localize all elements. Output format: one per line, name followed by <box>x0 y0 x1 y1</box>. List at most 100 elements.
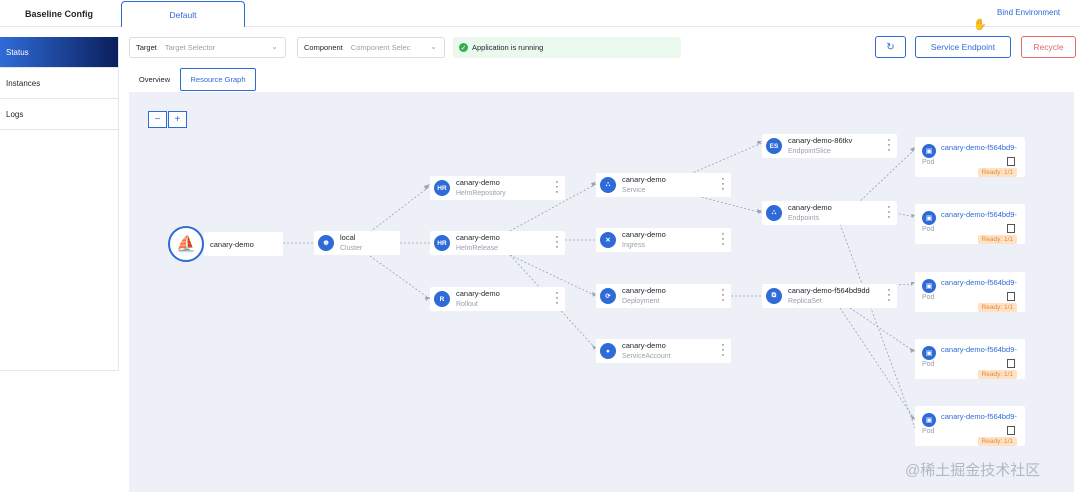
document-icon[interactable] <box>1007 426 1015 435</box>
more-icon[interactable]: ··· <box>721 228 725 250</box>
more-icon[interactable]: ··· <box>721 173 725 195</box>
target-placeholder: Target Selector <box>164 43 216 52</box>
target-select[interactable]: Target Target Selector ⌄ <box>129 37 286 58</box>
node-kind: Pod <box>922 159 935 166</box>
node-replicaset[interactable]: ⧉ canary-demo-f564bd9dd ReplicaSet ··· <box>762 284 897 308</box>
node-deployment[interactable]: ⟳ canary-demo Deployment ··· <box>596 284 731 308</box>
document-icon[interactable] <box>1007 292 1015 301</box>
pod-icon: ▣ <box>922 413 936 427</box>
node-name: canary-demo <box>622 286 666 295</box>
node-name: canary-demo <box>788 203 832 212</box>
node-rollout[interactable]: R canary-demo Rollout ··· <box>430 287 565 311</box>
ready-badge: Ready: 1/1 <box>977 437 1017 446</box>
replicaset-icon: ⧉ <box>766 288 782 304</box>
status-text: Application is running <box>472 43 544 52</box>
deployment-icon: ⟳ <box>600 288 616 304</box>
node-kind: ReplicaSet <box>788 298 822 305</box>
chevron-down-icon: ⌄ <box>430 42 437 51</box>
sidebar-item-status[interactable]: Status <box>0 37 118 68</box>
tab-resource-graph[interactable]: Resource Graph <box>180 68 256 91</box>
pod-icon: ▣ <box>922 211 936 225</box>
ready-badge: Ready: 1/1 <box>977 303 1017 312</box>
node-kind: Pod <box>922 428 935 435</box>
sidebar-item-logs[interactable]: Logs <box>0 99 118 130</box>
node-kind: Service <box>622 187 646 194</box>
rollout-icon: R <box>434 291 450 307</box>
node-helm-release[interactable]: HR canary-demo HelmRelease ··· <box>430 231 565 255</box>
ready-badge: Ready: 1/1 <box>977 168 1017 177</box>
helm-release-icon: HR <box>434 235 450 251</box>
service-endpoint-button[interactable]: Service Endpoint <box>915 36 1011 58</box>
node-kind: EndpointSlice <box>788 148 831 155</box>
target-label: Target <box>136 43 157 52</box>
more-icon[interactable]: ··· <box>887 201 891 223</box>
ready-badge: Ready: 1/1 <box>977 235 1017 244</box>
node-pod[interactable]: ▣ canary-demo-f564bd9- Pod Ready: 1/1 <box>915 339 1025 379</box>
bind-environment-link[interactable]: Bind Environment <box>997 8 1061 17</box>
node-kind: Pod <box>922 361 935 368</box>
node-service[interactable]: ⛬ canary-demo Service ··· <box>596 173 731 197</box>
more-icon[interactable]: ··· <box>555 287 559 309</box>
node-pod[interactable]: ▣ canary-demo-f564bd9- Pod Ready: 1/1 <box>915 137 1025 177</box>
zoom-out-button[interactable]: − <box>148 111 167 128</box>
node-pod[interactable]: ▣ canary-demo-f564bd9- Pod Ready: 1/1 <box>915 204 1025 244</box>
zoom-in-button[interactable]: + <box>168 111 187 128</box>
status-banner: ✓ Application is running <box>453 37 681 58</box>
endpoints-icon: ⛬ <box>766 205 782 221</box>
node-kind: Endpoints <box>788 215 820 222</box>
check-circle-icon: ✓ <box>459 43 468 52</box>
tab-overview[interactable]: Overview <box>138 75 171 84</box>
refresh-button[interactable]: ↻ <box>875 36 906 58</box>
tab-baseline-config[interactable]: Baseline Config <box>24 8 93 19</box>
sidebar: Status Instances Logs <box>0 37 119 371</box>
more-icon[interactable]: ··· <box>555 231 559 253</box>
node-endpoints[interactable]: ⛬ canary-demo Endpoints ··· <box>762 201 897 225</box>
node-kind: HelmRelease <box>456 245 499 252</box>
document-icon[interactable] <box>1007 224 1015 233</box>
sidebar-item-instances[interactable]: Instances <box>0 68 118 99</box>
hand-cursor-icon: ✋ <box>973 19 987 31</box>
node-name: canary-demo <box>622 341 666 350</box>
node-kind: Rollout <box>456 301 478 308</box>
tab-default[interactable]: Default <box>121 1 245 27</box>
node-service-account[interactable]: ● canary-demo ServiceAccount ··· <box>596 339 731 363</box>
pod-icon: ▣ <box>922 144 936 158</box>
endpoint-slice-icon: ES <box>766 138 782 154</box>
node-kind: Pod <box>922 294 935 301</box>
ready-badge: Ready: 1/1 <box>977 370 1017 379</box>
node-kind: Cluster <box>340 245 363 252</box>
pod-icon: ▣ <box>922 279 936 293</box>
node-name: canary-demo <box>456 289 500 298</box>
service-icon: ⛬ <box>600 177 616 193</box>
component-label: Component <box>304 43 343 52</box>
top-bar: Baseline Config Default Bind Environment… <box>0 0 1080 31</box>
node-cluster[interactable]: ☸ local Cluster <box>314 231 400 255</box>
node-ingress[interactable]: ✕ canary-demo Ingress ··· <box>596 228 731 252</box>
document-icon[interactable] <box>1007 157 1015 166</box>
kubernetes-icon: ☸ <box>318 235 334 251</box>
recycle-button[interactable]: Recycle <box>1021 36 1076 58</box>
more-icon[interactable]: ··· <box>721 339 725 361</box>
node-name: canary-demo-f564bd9- <box>941 412 1017 421</box>
node-helm-repository[interactable]: HR canary-demo HelmRepository ··· <box>430 176 565 200</box>
node-pod[interactable]: ▣ canary-demo-f564bd9- Pod Ready: 1/1 <box>915 406 1025 446</box>
more-icon[interactable]: ··· <box>887 284 891 306</box>
more-icon[interactable]: ··· <box>887 134 891 156</box>
component-placeholder: Component Selec <box>350 43 411 52</box>
node-name: canary-demo-f564bd9dd <box>788 286 870 295</box>
node-name: canary-demo <box>210 240 254 249</box>
node-name: canary-demo <box>456 178 500 187</box>
component-select[interactable]: Component Component Selec ⌄ <box>297 37 445 58</box>
helm-repository-icon: HR <box>434 180 450 196</box>
node-pod[interactable]: ▣ canary-demo-f564bd9- Pod Ready: 1/1 <box>915 272 1025 312</box>
node-endpoint-slice[interactable]: ES canary-demo-86tkv EndpointSlice ··· <box>762 134 897 158</box>
watermark: @稀土掘金技术社区 <box>905 462 1041 479</box>
more-icon[interactable]: ··· <box>721 284 725 306</box>
node-name: canary-demo-f564bd9- <box>941 278 1017 287</box>
pod-icon: ▣ <box>922 346 936 360</box>
app-root-node[interactable]: canary-demo <box>204 232 283 256</box>
more-icon[interactable]: ··· <box>555 176 559 198</box>
document-icon[interactable] <box>1007 359 1015 368</box>
chevron-down-icon: ⌄ <box>271 42 278 51</box>
node-kind: HelmRepository <box>456 190 506 197</box>
